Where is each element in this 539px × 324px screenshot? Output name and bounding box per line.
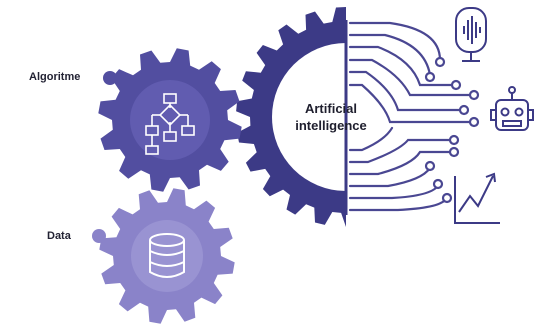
data-label: Data — [47, 230, 71, 242]
ai-label-line1: Artificial — [304, 101, 357, 116]
robot-icon — [490, 86, 534, 131]
ai-label: Artificial intelligence — [271, 100, 391, 134]
ai-label-line2: intelligence — [295, 118, 367, 133]
microphone-icon — [455, 7, 487, 62]
algorithm-gear-hub — [130, 80, 210, 160]
algorithm-label: Algoritme — [29, 71, 81, 83]
data-label-dot — [92, 229, 106, 243]
line-chart-icon — [454, 172, 500, 224]
algorithm-label-dot — [103, 71, 117, 85]
circuit-nodes — [424, 56, 480, 204]
flowchart-icon — [145, 93, 195, 155]
database-icon — [149, 233, 185, 278]
